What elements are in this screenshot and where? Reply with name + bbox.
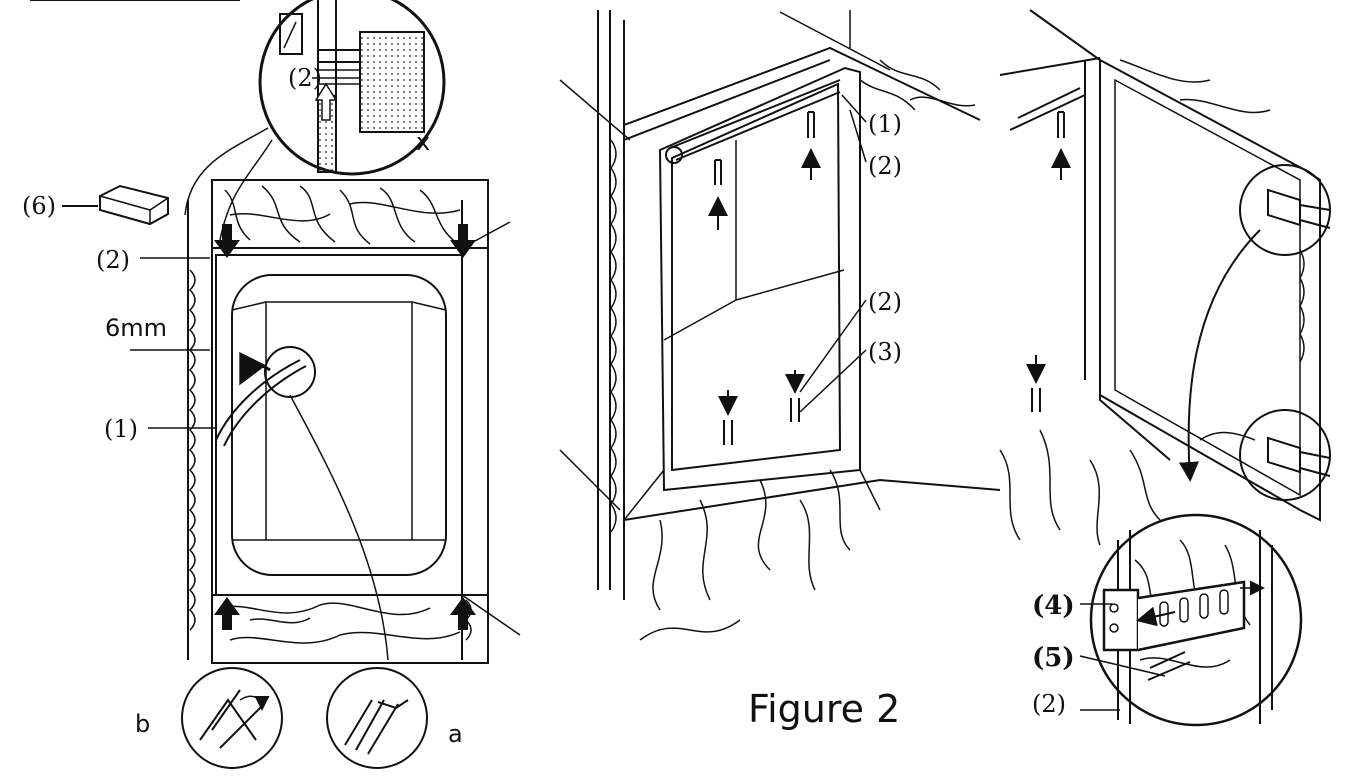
- callout-part-label: (2): [288, 64, 322, 92]
- figure-title: Figure 2: [748, 687, 900, 731]
- detail-a-label: a: [448, 720, 463, 748]
- right-diagram: [999, 9, 1331, 727]
- part-6-label: (6): [22, 192, 56, 220]
- callout-x-label: x: [416, 128, 430, 156]
- middle-part-2-label: (2): [868, 288, 902, 316]
- middle-part-3-label: (3): [868, 338, 902, 366]
- middle-part-2-top-label: (2): [868, 152, 902, 180]
- part-2-label: (2): [96, 246, 130, 274]
- part-1-label: (1): [104, 415, 138, 443]
- down-arrows: [214, 224, 476, 630]
- left-diagram: [30, 0, 521, 769]
- gap-6mm-label: 6mm: [105, 314, 167, 342]
- middle-diagram: [559, 10, 1001, 641]
- right-part-2-label: (2): [1032, 690, 1066, 718]
- right-part-5-label: (5): [1032, 643, 1075, 673]
- middle-part-1-label: (1): [868, 110, 902, 138]
- detail-b-label: b: [135, 710, 150, 738]
- right-part-4-label: (4): [1032, 591, 1075, 621]
- labels: (2) x (6) (2) 6mm (1) b a (1) (2) (2) (3…: [22, 64, 1075, 748]
- callout-x: [258, 0, 446, 176]
